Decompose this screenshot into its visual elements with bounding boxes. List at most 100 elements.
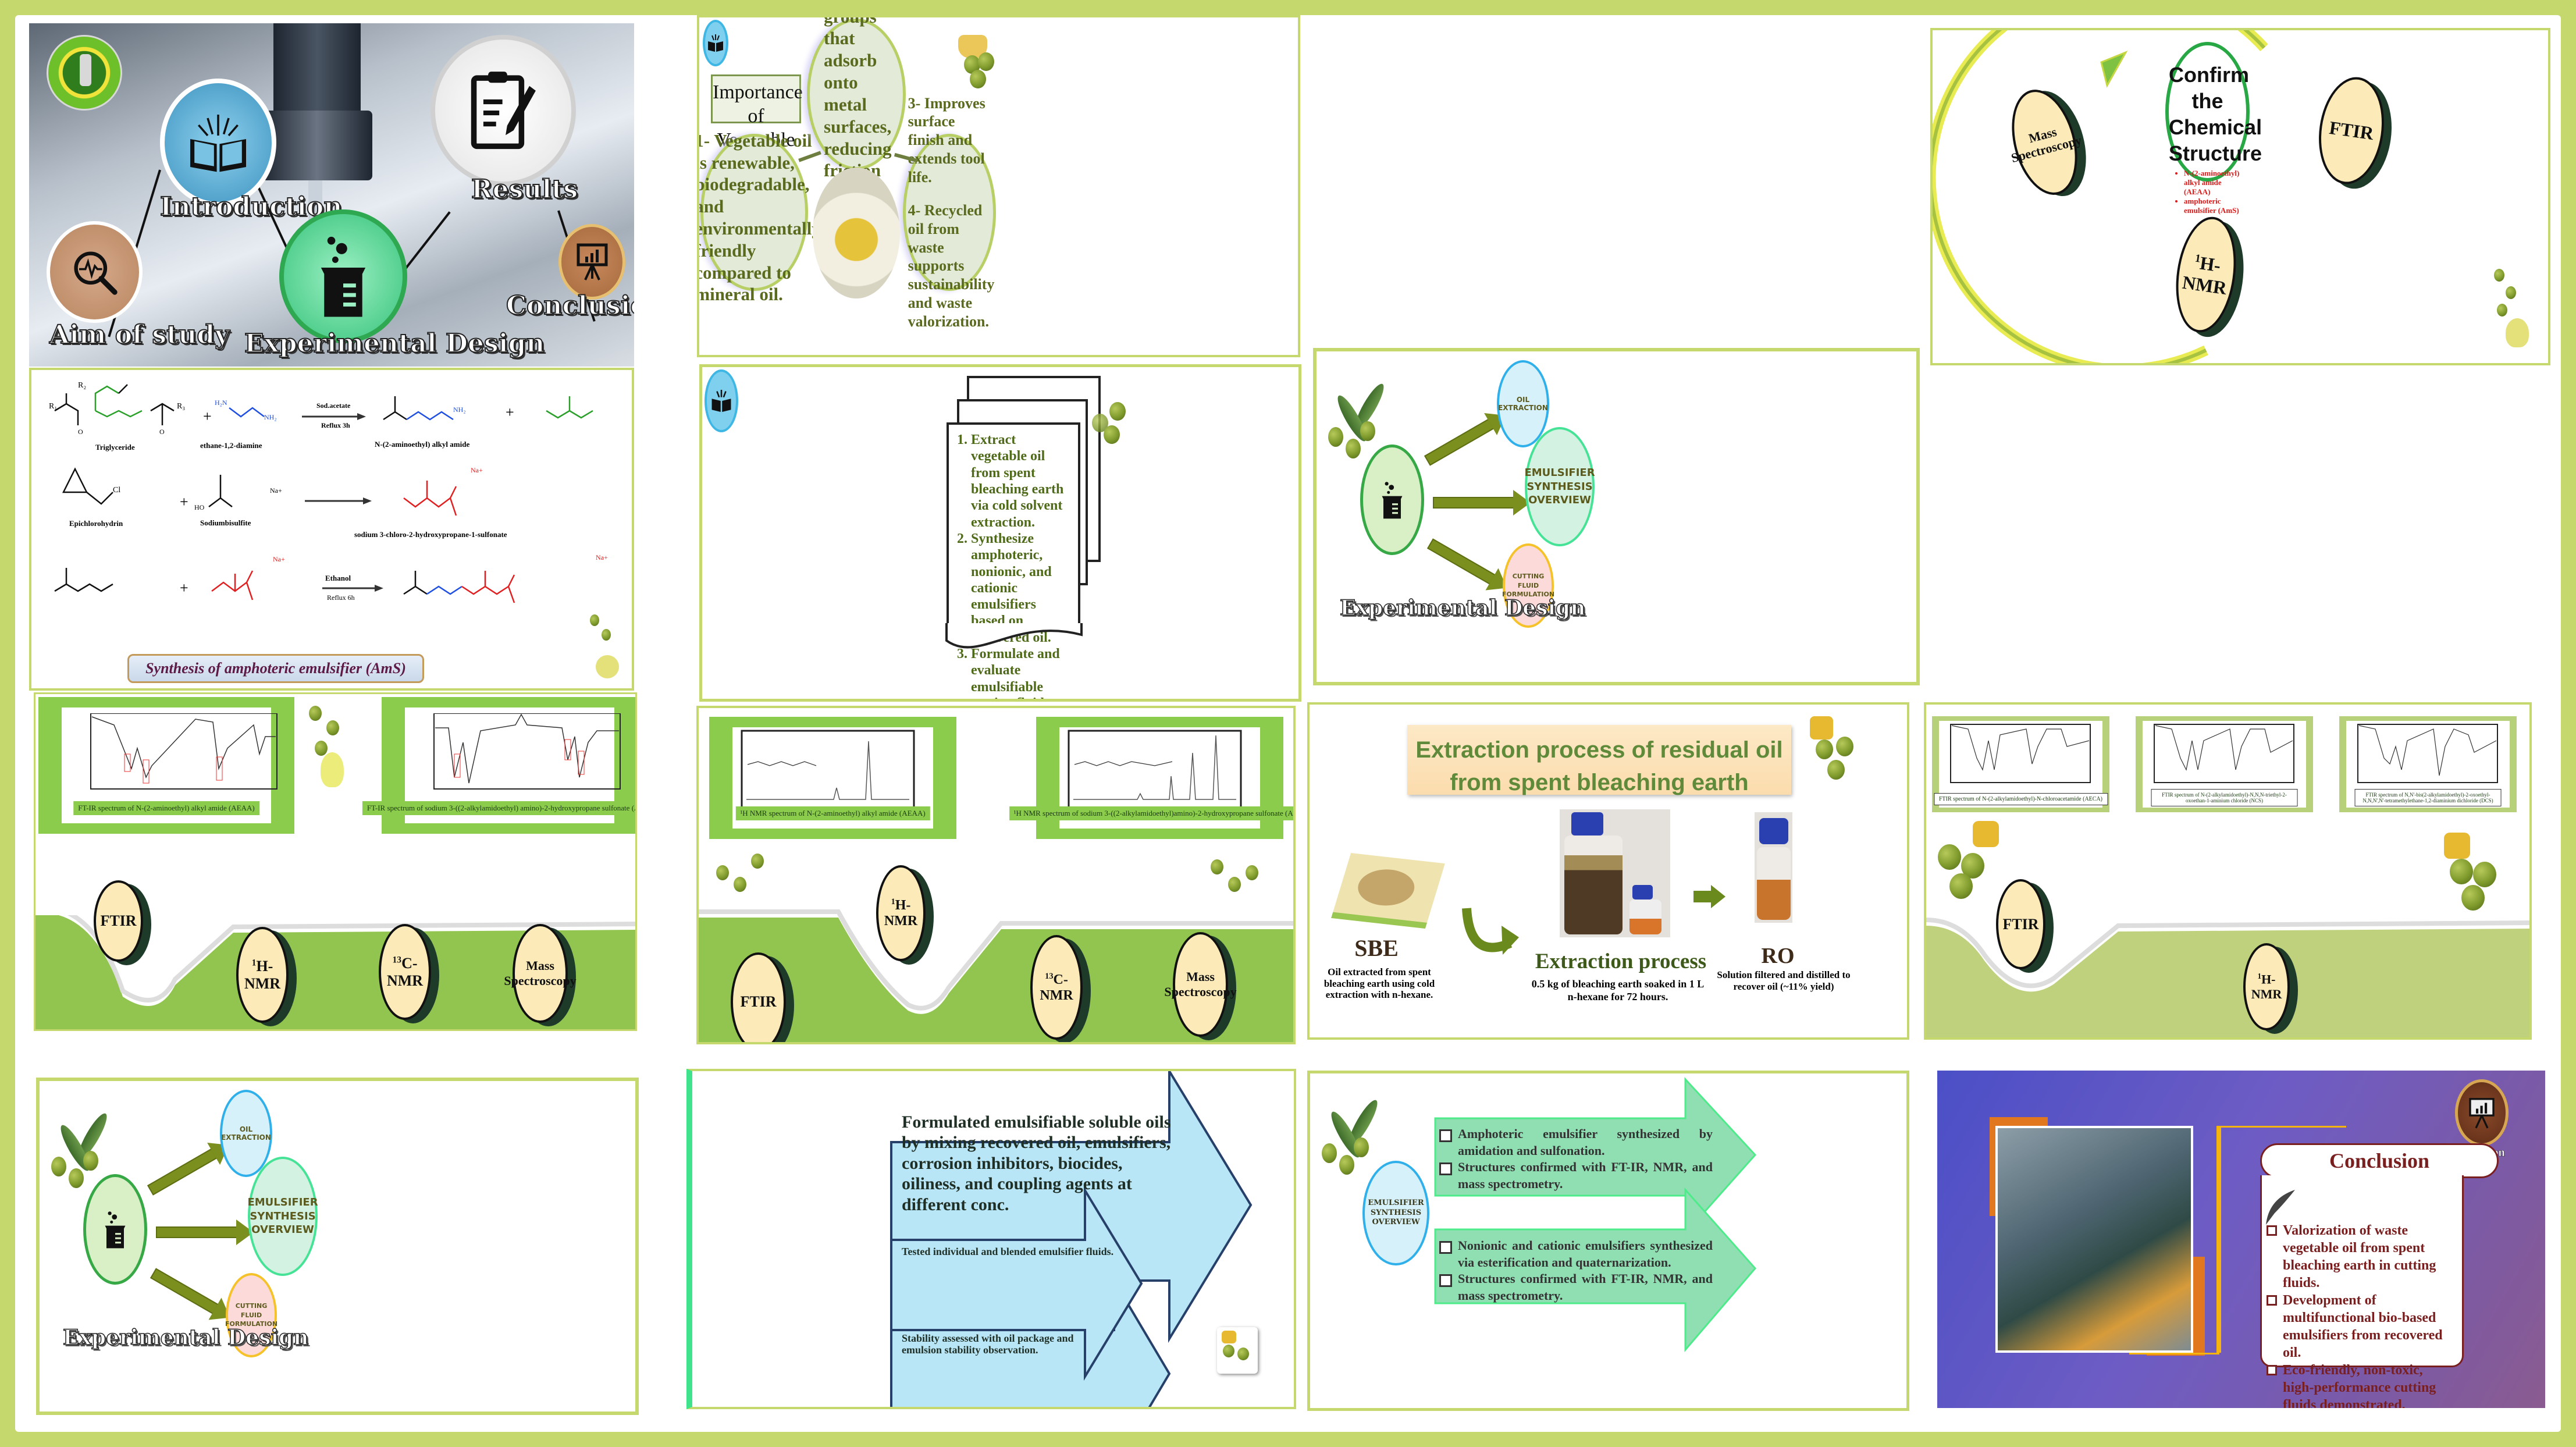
hub-results[interactable] [430, 35, 576, 186]
sbe-label: SBE [1354, 935, 1399, 961]
nmr-panel: ¹H NMR spectrum of N-(2-aminoethyl) alky… [696, 706, 1296, 1044]
importance-point-text: 4- Recycled oil from waste supports sust… [908, 202, 995, 330]
green-wave-band [699, 909, 1293, 1042]
experimental-beaker-node[interactable] [1360, 445, 1424, 555]
disc-label: C-NMR [1040, 972, 1073, 1003]
spectrum-plot [741, 730, 915, 811]
hub-introduction[interactable] [160, 79, 276, 207]
disc-hnmr[interactable]: 1H-NMR [876, 865, 926, 961]
formulation-panel: Formulated emulsifiable soluble oils by … [686, 1069, 1296, 1409]
hub-experimental-design[interactable] [279, 209, 407, 343]
disc-ftir[interactable]: FTIR [94, 880, 143, 962]
ftir-panel: FT-IR spectrum of N-(2-aminoethyl) alkyl… [34, 692, 637, 1031]
spectrum-plot [90, 713, 277, 790]
confirm-bullet: amphoteric emulsifier (AmS) [2184, 197, 2246, 215]
checkbox-icon [2267, 1365, 2277, 1375]
ftir-panel-right: FTIR spectrum of N-(2-alkylamidoethyl)-N… [1924, 702, 2532, 1040]
node-label: CUTTING [1512, 573, 1545, 581]
experimental-design-title: Experimental Design [62, 1325, 309, 1350]
formulation-step-3: Stability assessed with oil package and … [902, 1332, 1074, 1356]
extraction-title-line: Extraction process of residual oil [1415, 737, 1783, 763]
disc-cnmr[interactable]: 13C-NMR [1030, 935, 1083, 1040]
ro-label: RO [1761, 944, 1795, 968]
label-sulfonate-product: sodium 3-chloro-2-hydroxypropane-1-sulfo… [354, 530, 507, 539]
spectrum-plot [1950, 724, 2091, 783]
node-label: EXTRACTION [1498, 404, 1548, 412]
plus-sign: + [506, 404, 514, 421]
svg-text:NH₂: NH₂ [264, 413, 277, 421]
checkbox-icon [1439, 1241, 1452, 1254]
ftir-spectrum-aeca: FTIR spectrum of N-(2-alkylamidoethyl)-N… [1932, 716, 2109, 812]
sbe-powder-image [1331, 852, 1445, 929]
overview-item: Nonionic and cationic emulsifiers synthe… [1458, 1238, 1713, 1270]
spectrum-plot [2154, 724, 2294, 783]
disc-label: FTIR [2328, 116, 2375, 144]
hub-conclusion[interactable] [558, 224, 625, 300]
plus-sign: + [180, 493, 188, 510]
condition-sod-acetate: Sod.acetate [316, 401, 351, 410]
conclusion-item: Valorization of waste vegetable oil from… [2283, 1223, 2436, 1290]
confirm-structure-panel: Confirm the Chemical Structure N-(2-amin… [1930, 28, 2550, 365]
disc-ftir[interactable]: FTIR [1996, 879, 2045, 969]
label-epichlorohydrin: Epichlorohydrin [69, 519, 123, 528]
conclusion-title: Conclusion [2260, 1143, 2499, 1178]
nmr-spectrum-ams: ¹H NMR spectrum of sodium 3-((2-alkylami… [1009, 717, 1293, 839]
node-label: EMULSIFIER [1368, 1198, 1424, 1207]
sodium-ion: Na+ [270, 486, 282, 495]
ftir-spectrum-dcs: FTIR spectrum of N,N'-bis(2-alkylamidoet… [2339, 716, 2517, 812]
disc-hnmr[interactable]: 1H-NMR [2243, 943, 2290, 1030]
disc-label: C-NMR [386, 954, 424, 989]
magnifier-pulse-icon [73, 251, 118, 295]
drill-spindle [273, 23, 361, 111]
svg-text:R₃: R₃ [177, 402, 185, 411]
disc-hnmr[interactable]: 1H-NMR [236, 927, 289, 1023]
sbe-description: Oil extracted from spent bleaching earth… [1323, 966, 1435, 1001]
label-results: Results [471, 174, 578, 205]
ftir-spectrum-ams: FT-IR spectrum of sodium 3-((2-alkylamid… [362, 697, 635, 834]
checkbox-icon [1439, 1162, 1452, 1176]
node-label: SYNTHESIS [1370, 1208, 1422, 1217]
spectrum-plot [433, 713, 621, 790]
spectrum-caption: FTIR spectrum of N-(2-alkylamidoethyl)-N… [2151, 789, 2298, 806]
arrow-to-cutting-fluid [150, 1268, 219, 1315]
node-label: EMULSIFIER [1524, 467, 1595, 479]
nmr-spectrum-aeaa: ¹H NMR spectrum of N-(2-aminoethyl) alky… [709, 717, 956, 839]
label-aminoethyl-amide: N-(2-aminoethyl) alkyl amide [375, 440, 470, 449]
disc-cnmr[interactable]: 13C-NMR [379, 924, 431, 1020]
node-label: FORMULATION [1502, 591, 1555, 599]
plus-sign: + [180, 579, 188, 596]
ftir-spectrum-aeaa: FT-IR spectrum of N-(2-aminoethyl) alkyl… [38, 697, 294, 834]
disc-label: Mass [526, 958, 554, 973]
importance-title-line1: Importance of [713, 81, 803, 127]
disc-superscript: 1 [2257, 971, 2262, 980]
green-wave-band [1926, 918, 2529, 1037]
confirm-bullet: N-(2-aminoethyl) alkyl amide (AEAA) [2184, 169, 2246, 197]
disc-label: FTIR [2002, 915, 2039, 933]
presentation-board-icon [2469, 1097, 2495, 1129]
paper-sheet-front: Extract vegetable oil from spent bleachi… [947, 422, 1080, 699]
hub-aim-of-study[interactable] [47, 221, 143, 323]
experimental-beaker-node[interactable] [83, 1174, 147, 1285]
overview-arrows [1434, 1077, 1757, 1353]
overview-arrow-1 [1434, 1077, 1757, 1236]
arrow-to-emulsifier-synthesis [156, 1220, 254, 1245]
sodium-ion: Na+ [471, 466, 483, 474]
right-arrow-icon [1693, 885, 1725, 908]
hub-panel: Introduction Aim of study Experimental D… [29, 23, 634, 367]
sodium-ion: Na+ [596, 553, 608, 561]
node-label: OIL [239, 1125, 253, 1133]
disc-ftir[interactable]: FTIR [731, 952, 786, 1042]
node-label: SYNTHESIS [1527, 480, 1593, 493]
disc-label: FTIR [100, 912, 137, 929]
